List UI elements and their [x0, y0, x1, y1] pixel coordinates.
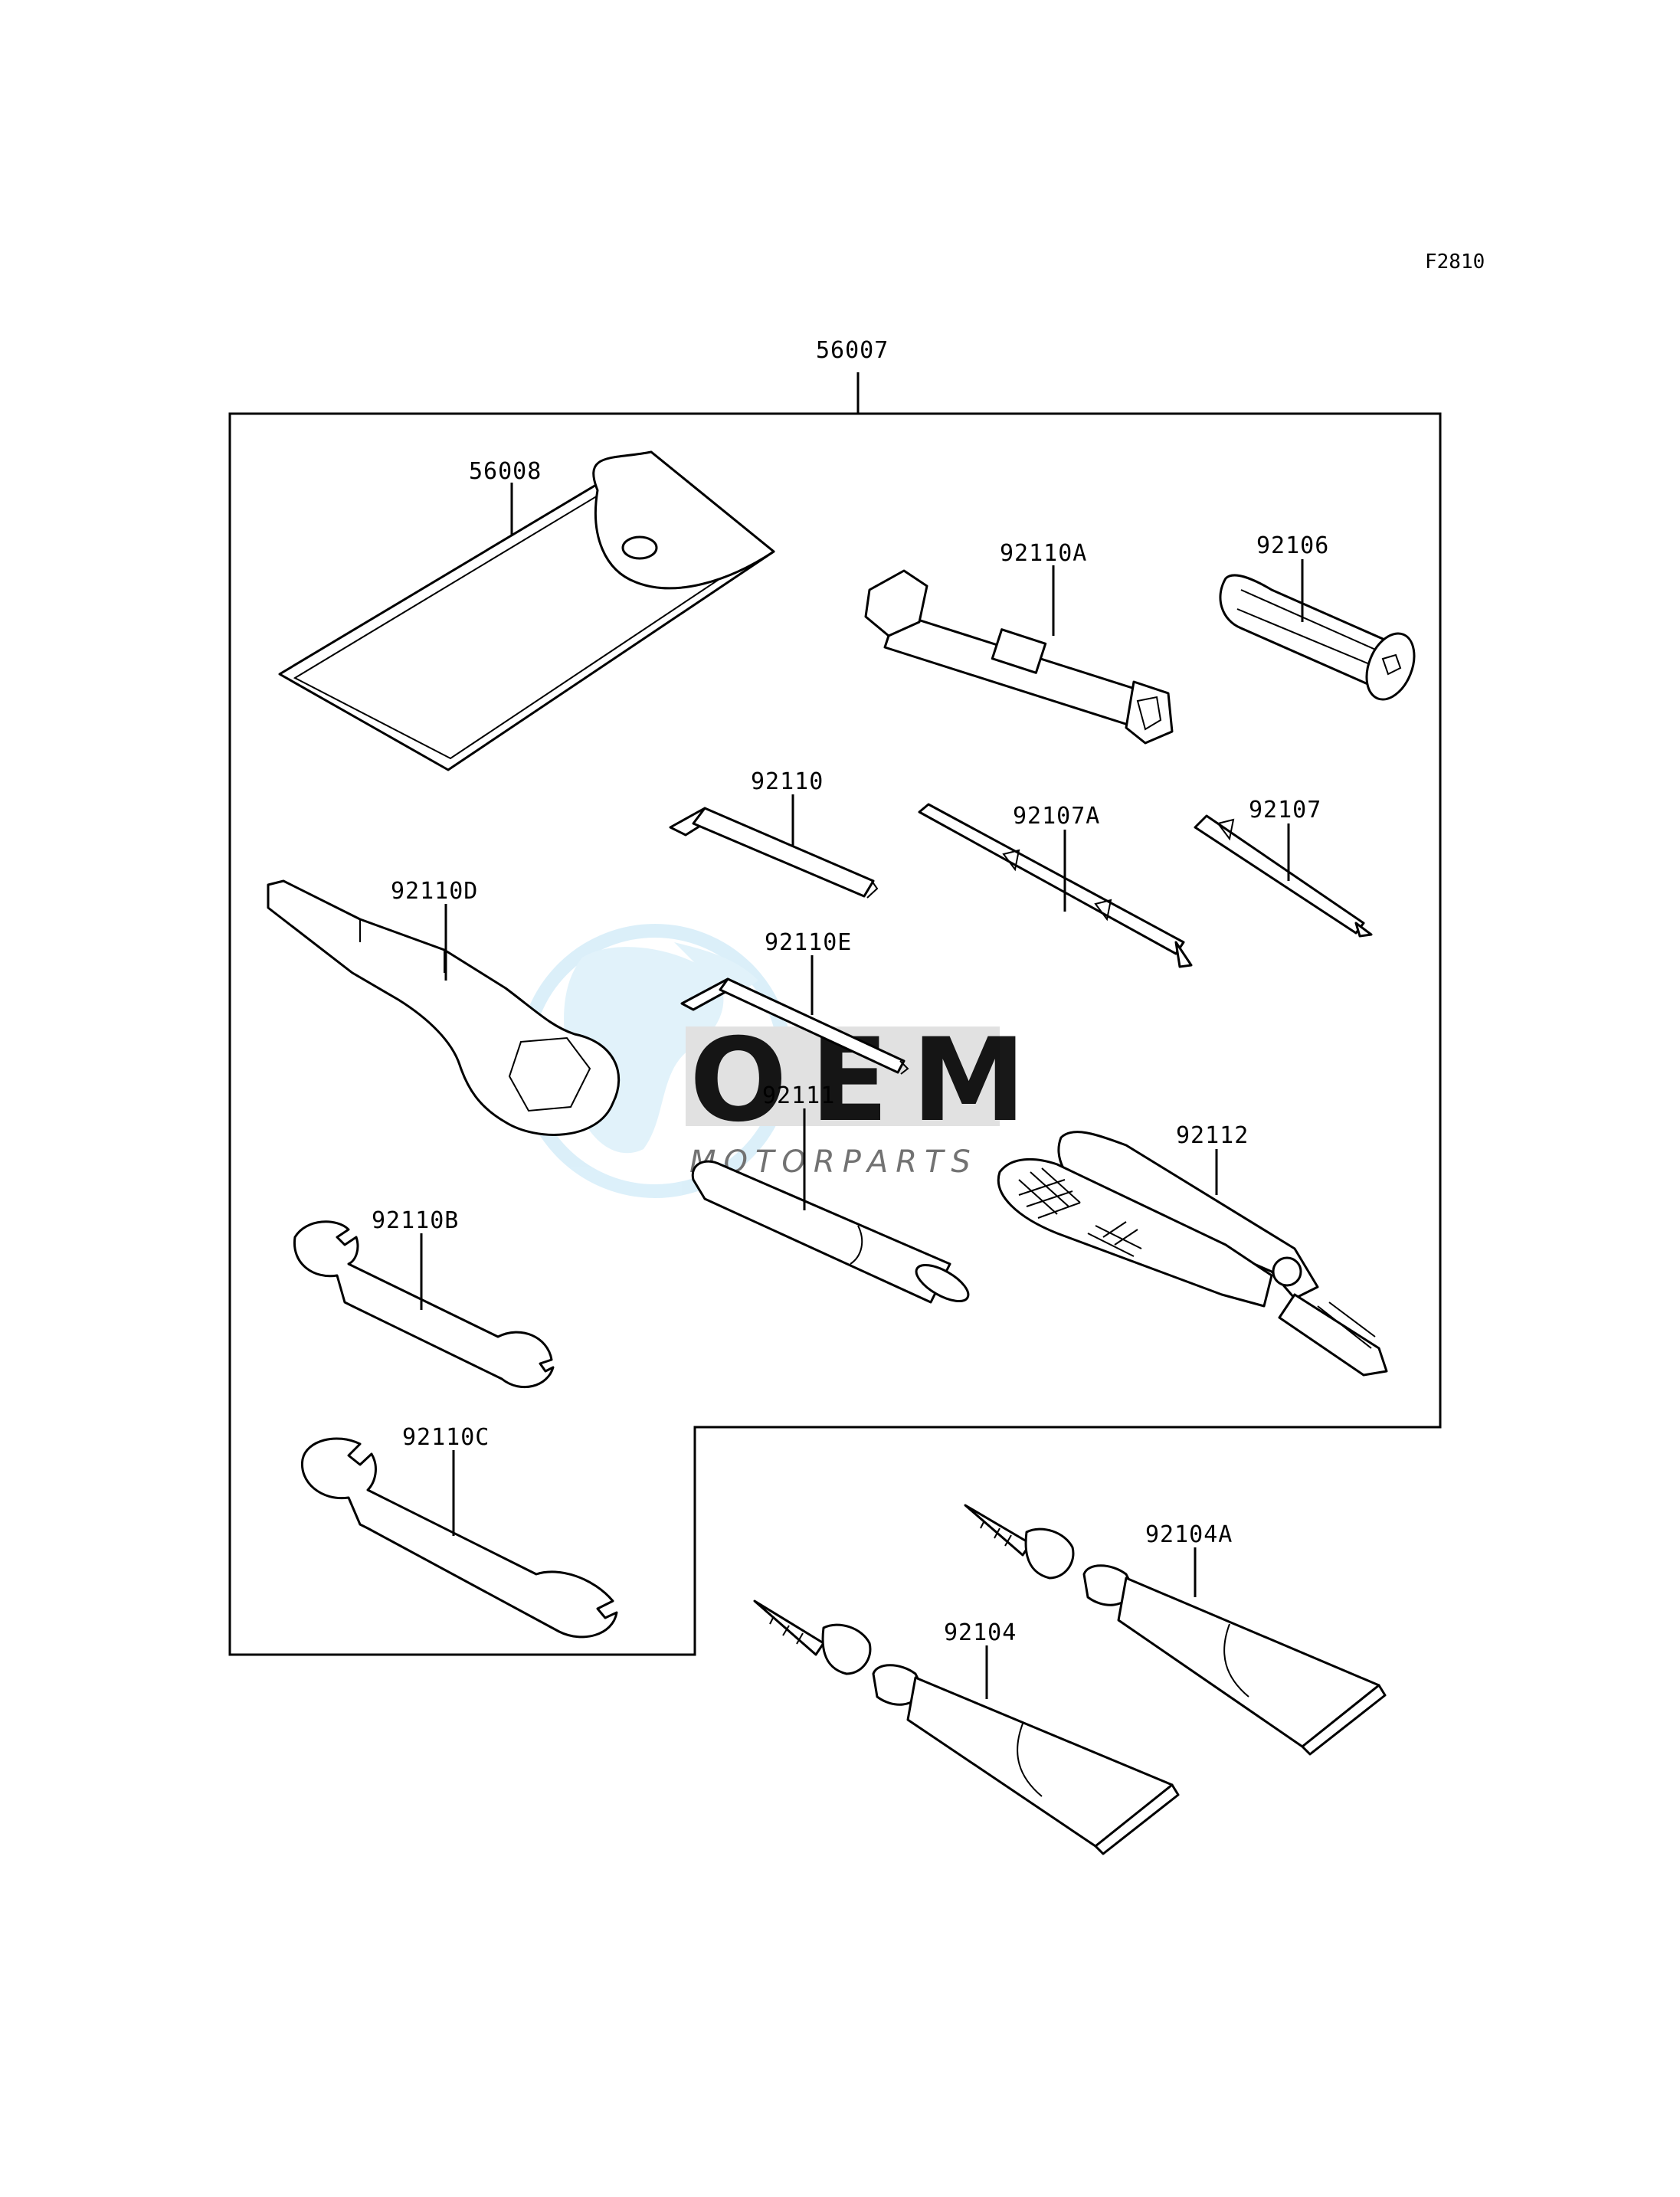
callout-92111[interactable]: 92111 — [762, 1082, 835, 1109]
screwdriver-bit[interactable] — [1194, 814, 1373, 938]
callout-92110E[interactable]: 92110E — [765, 929, 852, 956]
open-spanner-large[interactable] — [300, 1437, 618, 1639]
screwdriver-handle[interactable] — [1219, 574, 1423, 706]
adhesive-tube[interactable] — [753, 1599, 1180, 1855]
ring-spanner[interactable] — [267, 879, 621, 1136]
callout-92110A[interactable]: 92110A — [1000, 540, 1087, 567]
hex-key-small[interactable] — [680, 977, 909, 1075]
callout-92110B[interactable]: 92110B — [372, 1207, 459, 1234]
callout-92107A[interactable]: 92107A — [1013, 803, 1100, 830]
kit-outline-box — [228, 412, 1442, 1656]
watermark-brand: OEM — [689, 1014, 1049, 1148]
adhesive-tube-a[interactable] — [964, 1504, 1387, 1756]
callout-92110C[interactable]: 92110C — [402, 1424, 490, 1451]
open-spanner-small[interactable] — [293, 1220, 555, 1389]
callout-92112[interactable]: 92112 — [1176, 1122, 1249, 1149]
callout-92107[interactable]: 92107 — [1249, 797, 1321, 823]
callout-92104[interactable]: 92104 — [944, 1619, 1017, 1646]
callout-56008[interactable]: 56008 — [469, 458, 542, 485]
hex-key[interactable] — [669, 807, 879, 899]
callout-92106[interactable]: 92106 — [1256, 532, 1329, 559]
callout-92110[interactable]: 92110 — [751, 768, 824, 795]
pliers[interactable] — [997, 1131, 1388, 1377]
callout-92110D[interactable]: 92110D — [391, 878, 478, 905]
screwdriver-bit-double[interactable] — [918, 803, 1193, 968]
callout-92104A[interactable]: 92104A — [1145, 1521, 1233, 1548]
callout-56007[interactable]: 56007 — [816, 337, 889, 364]
extension-bar[interactable] — [691, 1160, 974, 1308]
socket-wrench[interactable] — [864, 569, 1174, 745]
tool-pouch[interactable] — [278, 450, 775, 771]
figure-code: F2810 — [1425, 250, 1485, 273]
